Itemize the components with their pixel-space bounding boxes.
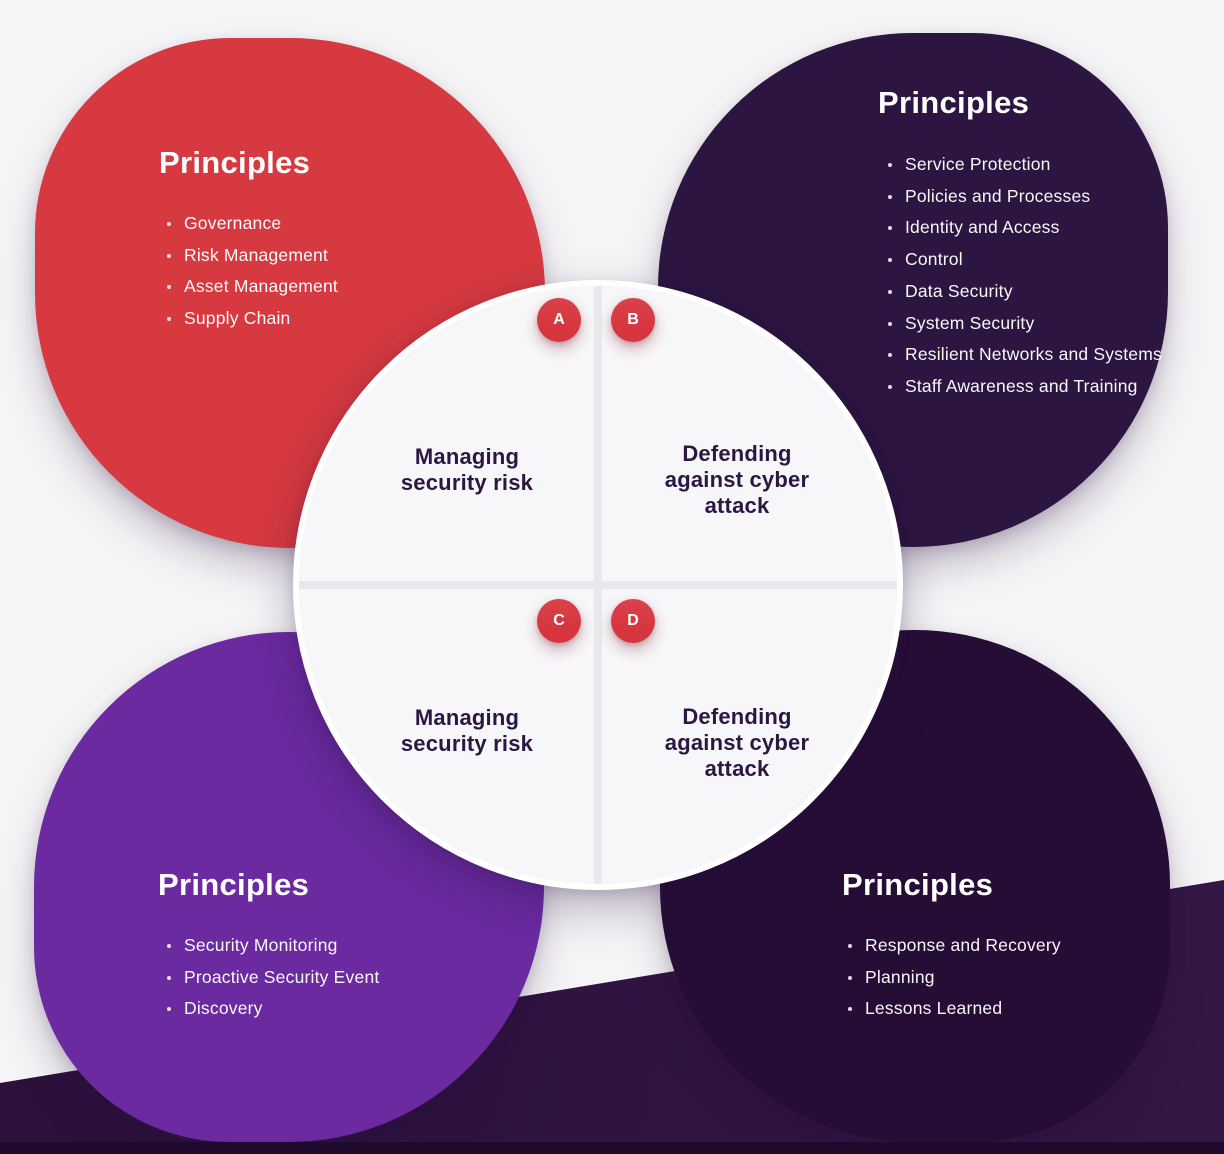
- principle-item: Lessons Learned: [848, 993, 1061, 1025]
- principles-heading: Principles: [158, 867, 310, 902]
- principle-item: Response and Recovery: [848, 930, 1061, 962]
- principle-item: Control: [888, 244, 1162, 276]
- center-wheel: [293, 280, 903, 890]
- quadrant-label-a: Managing security risk: [400, 444, 534, 495]
- principle-item: Discovery: [167, 993, 379, 1025]
- principle-item: Identity and Access: [888, 212, 1162, 244]
- principle-item: System Security: [888, 308, 1162, 340]
- principle-item: Supply Chain: [167, 303, 338, 335]
- quadrant-badge-d: D: [611, 599, 655, 643]
- principles-heading: Principles: [159, 145, 311, 180]
- principle-item: Proactive Security Event: [167, 962, 379, 994]
- quadrant-label-c: Managing security risk: [400, 705, 534, 756]
- quadrant-panel-d: [602, 589, 897, 884]
- quadrant-panel-b: [602, 286, 897, 581]
- principle-item: Security Monitoring: [167, 930, 379, 962]
- principle-item: Data Security: [888, 276, 1162, 308]
- quadrant-label-d: Defending against cyber attack: [664, 704, 810, 781]
- principles-heading: Principles: [878, 85, 1030, 120]
- principle-item: Staff Awareness and Training: [888, 371, 1162, 403]
- principle-item: Service Protection: [888, 149, 1162, 181]
- quadrant-badge-c: C: [537, 599, 581, 643]
- quadrant-badge-b: B: [611, 298, 655, 342]
- quadrant-label-b: Defending against cyber attack: [664, 441, 810, 518]
- principle-item: Risk Management: [167, 240, 338, 272]
- principle-item: Resilient Networks and Systems: [888, 339, 1162, 371]
- principle-item: Governance: [167, 208, 338, 240]
- quadrant-badge-a: A: [537, 298, 581, 342]
- principle-item: Planning: [848, 962, 1061, 994]
- bottom-strip: [0, 1142, 1224, 1154]
- principle-item: Policies and Processes: [888, 181, 1162, 213]
